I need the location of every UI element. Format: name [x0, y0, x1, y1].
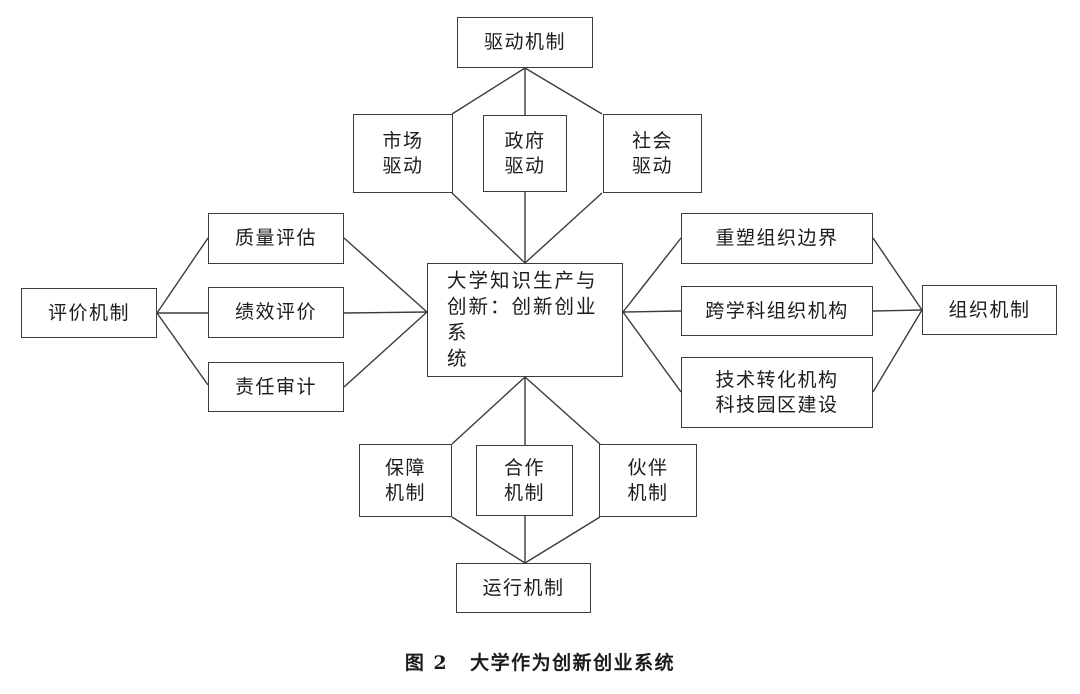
node-guarantee-mechanism: 保障 机制 — [359, 444, 452, 517]
node-responsibility-audit: 责任审计 — [208, 362, 344, 412]
node-cooperation-mechanism: 合作 机制 — [476, 445, 573, 516]
node-society-driven: 社会 驱动 — [603, 114, 702, 193]
figure-caption-number: 图 2 — [404, 652, 449, 674]
figure-caption: 图 2 大学作为创新创业系统 — [0, 648, 1080, 675]
node-organization-mechanism: 组织机制 — [922, 285, 1057, 335]
node-government-driven: 政府 驱动 — [483, 115, 567, 192]
node-technology-transfer-science-park: 技术转化机构 科技园区建设 — [681, 357, 873, 428]
node-quality-assessment: 质量评估 — [208, 213, 344, 264]
node-operation-mechanism: 运行机制 — [456, 563, 591, 613]
node-reshape-organization-boundary: 重塑组织边界 — [681, 213, 873, 264]
node-center-university-system: 大学知识生产与 创新：创新创业系 统 — [427, 263, 623, 377]
node-market-driven: 市场 驱动 — [353, 114, 453, 193]
node-performance-evaluation: 绩效评价 — [208, 287, 344, 338]
node-drive-mechanism: 驱动机制 — [457, 17, 593, 68]
node-partner-mechanism: 伙伴 机制 — [599, 444, 697, 517]
node-evaluation-mechanism: 评价机制 — [21, 288, 157, 338]
figure-caption-title: 大学作为创新创业系统 — [470, 652, 676, 674]
node-interdisciplinary-organization: 跨学科组织机构 — [681, 286, 873, 336]
